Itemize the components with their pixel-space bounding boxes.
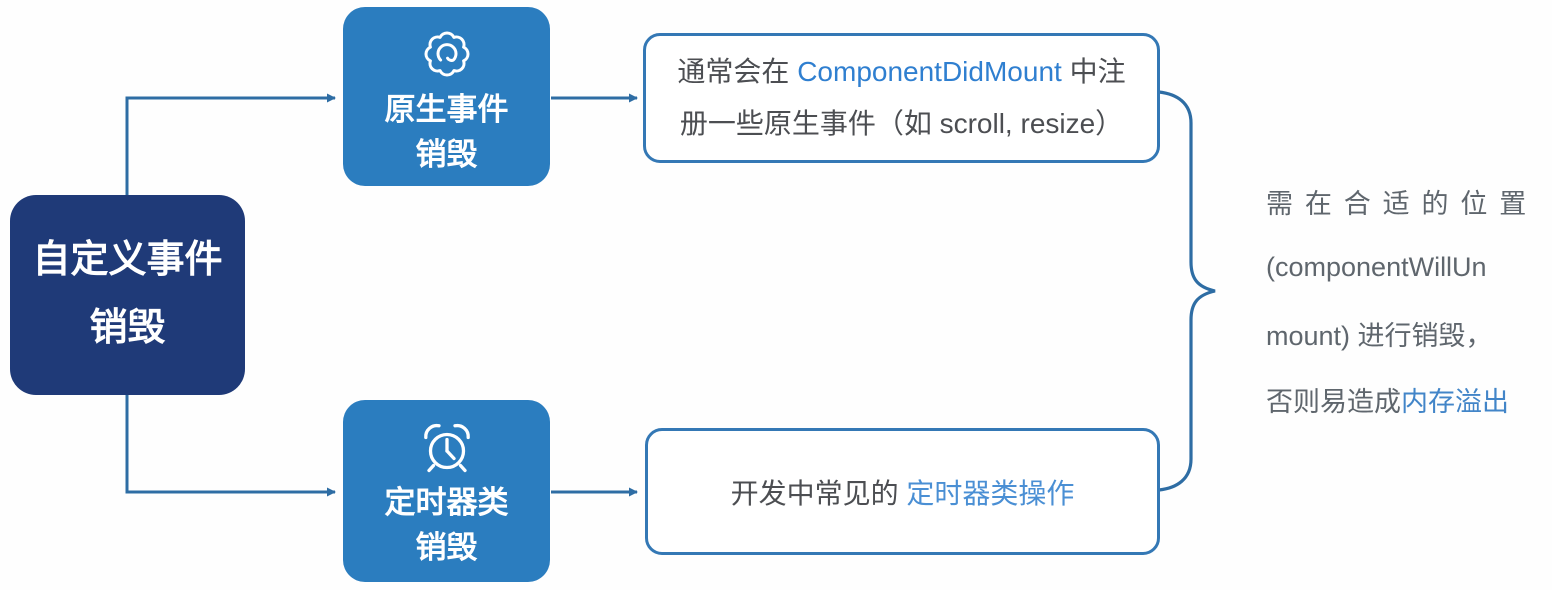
alarm-clock-icon bbox=[413, 413, 481, 481]
detail-text-line1: 开发中常见的 定时器类操作 bbox=[730, 477, 1075, 509]
root-node-label-line2: 销毁 bbox=[89, 307, 166, 349]
curly-brace bbox=[1157, 90, 1216, 492]
branch-label-line1: 定时器类 bbox=[384, 485, 509, 520]
root-node-label-line1: 自定义事件 bbox=[32, 239, 223, 282]
note-line-1: 需在合适的位置 bbox=[1266, 188, 1539, 219]
detail-box-timer-operations: 开发中常见的 定时器类操作 bbox=[645, 428, 1160, 555]
detail-box-native-events: 通常会在 ComponentDidMount 中注 册一些原生事件（如 scro… bbox=[643, 33, 1160, 163]
note-line-4: 否则易造成 内存溢出 bbox=[1266, 386, 1509, 417]
branch-node-native-events: 原生事件 销毁 bbox=[343, 7, 550, 186]
connector-root-to-timer bbox=[125, 394, 336, 497]
branch-label-line2: 销毁 bbox=[415, 529, 478, 565]
branch-node-timer-destroy: 定时器类 销毁 bbox=[343, 400, 550, 582]
gear-icon bbox=[413, 20, 481, 88]
detail-text-line2: 册一些原生事件（如 scroll, resize） bbox=[679, 108, 1124, 139]
note-unmount-warning: 需在合适的位置 (componentWillUn mount) 进行销毁， 否则… bbox=[1266, 168, 1552, 432]
note-line-2: (componentWillUn bbox=[1266, 251, 1487, 282]
root-node-custom-event-destroy: 自定义事件 销毁 bbox=[10, 195, 245, 395]
branch-label-line1: 原生事件 bbox=[384, 92, 509, 127]
branch-label-line2: 销毁 bbox=[415, 136, 478, 172]
note-line-3: mount) 进行销毁， bbox=[1266, 320, 1493, 351]
connector-root-to-native bbox=[125, 93, 336, 196]
detail-text-line1: 通常会在 ComponentDidMount 中注 bbox=[677, 56, 1126, 88]
